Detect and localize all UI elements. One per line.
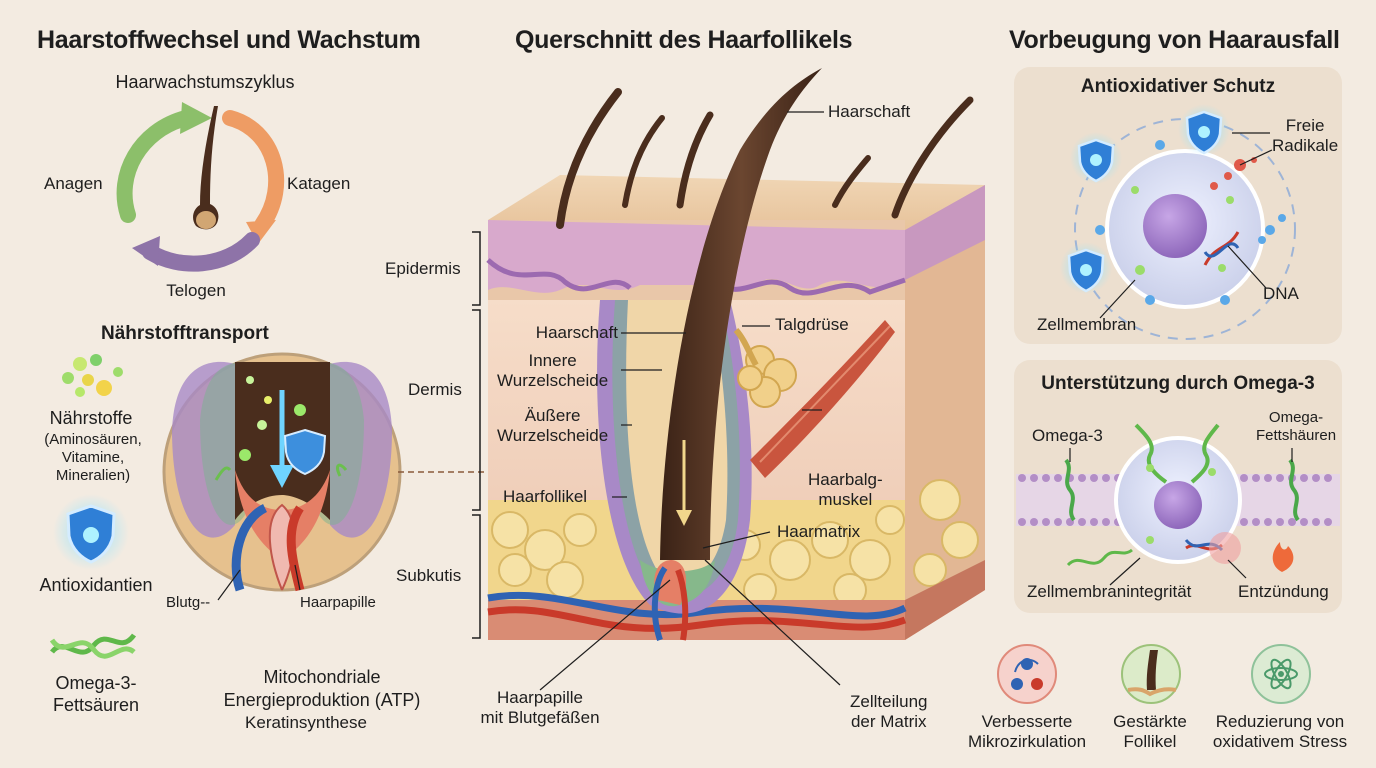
transport-title: Nährstofftransport bbox=[101, 323, 269, 344]
nutrients-detail-line: Vitamine, bbox=[61, 449, 125, 466]
label-freie-radikale: Freie Radikale bbox=[1272, 116, 1338, 156]
benefit-line: Mikrozirkulation bbox=[967, 732, 1087, 751]
main-hair-shaft bbox=[660, 68, 822, 560]
benefit-line: Reduzierung von bbox=[1215, 712, 1345, 731]
center-title: Querschnitt des Haarfollikels bbox=[515, 26, 853, 54]
microcirculation-icon bbox=[997, 644, 1057, 704]
cycle-hair-icon bbox=[193, 106, 219, 230]
omega-left-label: Omega-3- Fettsäuren bbox=[53, 672, 139, 716]
cycle-arrowhead-anagen bbox=[180, 102, 212, 134]
label-line: Innere bbox=[528, 351, 577, 370]
layer-epidermis: Epidermis bbox=[385, 259, 461, 278]
label-innere-wurzelscheide: Innere Wurzelscheide bbox=[497, 351, 608, 391]
label-line: Fettshäuren bbox=[1256, 427, 1337, 444]
layer-subkutis: Subkutis bbox=[396, 566, 462, 585]
benefit-follicles: Gestärkte Follikel bbox=[1113, 712, 1187, 752]
right-title: Vorbeugung von Haarausfall bbox=[1009, 26, 1340, 54]
skin-cross-section bbox=[486, 68, 985, 641]
label-zellteilung: Zellteilung der Matrix bbox=[850, 692, 928, 732]
label-haarfollikel: Haarfollikel bbox=[503, 487, 588, 506]
label-haarpapille: Haarpapille mit Blutgefäßen bbox=[480, 688, 599, 728]
cycle-anagen-label: Anagen bbox=[44, 174, 103, 193]
nutrients-detail: (Aminosäuren, Vitamine, Mineralien) bbox=[44, 431, 142, 485]
layer-brackets bbox=[472, 231, 481, 639]
center-leader-lines bbox=[539, 111, 841, 691]
cycle-title: Haarwachstumszyklus bbox=[115, 72, 295, 92]
cycle-arrow-katagen bbox=[222, 110, 285, 233]
cycle-arrowhead-telogen bbox=[132, 236, 160, 266]
label-aeussere-wurzelscheide: Äußere Wurzelscheide bbox=[497, 406, 608, 446]
label-line: der Matrix bbox=[850, 712, 927, 731]
mito-line: Energieproduktion (ATP) bbox=[223, 690, 421, 710]
label-zellmembran: Zellmembran bbox=[1037, 315, 1137, 334]
cycle-telogen-label: Telogen bbox=[166, 281, 226, 300]
benefit-oxidative-stress: Reduzierung von oxidativem Stress bbox=[1213, 712, 1347, 752]
label-entzuendung: Entzündung bbox=[1238, 582, 1329, 601]
papilla-label: Haarpapille bbox=[300, 594, 376, 611]
benefit-line: Verbesserte bbox=[981, 712, 1073, 731]
label-line: Freie bbox=[1285, 116, 1325, 135]
nutrients-detail-line: (Aminosäuren, bbox=[44, 431, 142, 448]
leader-papilla bbox=[294, 564, 301, 591]
shield-icons bbox=[1060, 104, 1230, 294]
label-line: Wurzelscheide bbox=[497, 371, 609, 390]
label-line: Haarbalg- bbox=[808, 470, 883, 489]
nutrient-transport-diagram bbox=[162, 352, 610, 592]
cycle-arrowhead-katagen bbox=[246, 220, 276, 244]
cycle-katagen-label: Katagen bbox=[287, 174, 351, 193]
layer-dermis: Dermis bbox=[408, 380, 462, 399]
nutrients-detail-line: Mineralien) bbox=[55, 467, 131, 484]
label-omega3: Omega-3 bbox=[1032, 426, 1103, 445]
label-line: Äußere bbox=[524, 406, 581, 425]
left-title: Haarstoffwechsel und Wachstum bbox=[37, 26, 421, 54]
omega-leader-lines bbox=[1069, 448, 1293, 586]
label-haarschaft: Haarschaft bbox=[535, 323, 618, 342]
label-dna: DNA bbox=[1263, 284, 1299, 303]
antiox-cell-diagram bbox=[1074, 118, 1296, 340]
leader-blood bbox=[217, 569, 241, 601]
label-line: mit Blutgefäßen bbox=[480, 708, 600, 727]
label-haarbalgmuskel: Haarbalg- muskel bbox=[808, 470, 883, 510]
antiox-title: Antioxidativer Schutz bbox=[1080, 76, 1276, 97]
benefit-microcirculation: Verbesserte Mikrozirkulation bbox=[968, 712, 1086, 752]
flame-icon bbox=[1272, 542, 1294, 572]
benefit-line: oxidativem Stress bbox=[1212, 732, 1348, 751]
label-membranintegritaet: Zellmembranintegrität bbox=[1027, 582, 1192, 601]
antiox-leader-lines bbox=[1099, 132, 1273, 319]
antioxidant-shield-icon bbox=[53, 494, 129, 570]
label-line: muskel bbox=[818, 490, 873, 509]
mito-line: Mitochondriale bbox=[263, 667, 381, 687]
omega-title: Unterstützung durch Omega-3 bbox=[1041, 373, 1315, 394]
omega-left-line: Omega-3- bbox=[55, 673, 137, 693]
label-line: Wurzelscheide bbox=[497, 426, 609, 445]
cycle-bulb-icon bbox=[196, 211, 216, 229]
label-haarschaft-top: Haarschaft bbox=[828, 102, 911, 121]
label-line: Haarpapille bbox=[497, 688, 583, 707]
antioxidants-label: Antioxidantien bbox=[39, 575, 153, 595]
keratin-label: Keratinsynthese bbox=[245, 713, 367, 732]
label-line: Zellteilung bbox=[850, 692, 928, 711]
blood-vessel-label: Blutg-- bbox=[166, 594, 211, 611]
label-omega-fettsaeuren: Omega- Fettshäuren bbox=[1256, 409, 1336, 445]
mito-label: Mitochondriale Energieproduktion (ATP) bbox=[224, 666, 421, 712]
cycle-arrow-telogen bbox=[142, 232, 260, 272]
cycle-arrow-anagen bbox=[116, 110, 194, 223]
nutrients-icon bbox=[62, 354, 123, 397]
oxidative-stress-icon bbox=[1251, 644, 1311, 704]
omega-left-line: Fettsäuren bbox=[52, 695, 140, 715]
nutrients-label: Nährstoffe bbox=[49, 408, 133, 428]
label-haarmatrix: Haarmatrix bbox=[777, 522, 861, 541]
omega-left-icon bbox=[49, 633, 137, 659]
follicle-icon bbox=[1121, 644, 1181, 704]
label-line: Omega- bbox=[1268, 409, 1324, 426]
label-line: Radikale bbox=[1272, 136, 1339, 155]
hair-cycle-diagram bbox=[116, 102, 285, 272]
label-talgdruese: Talgdrüse bbox=[775, 315, 849, 334]
benefit-line: Gestärkte bbox=[1113, 712, 1187, 731]
benefit-line: Follikel bbox=[1123, 732, 1177, 751]
omega-membrane-diagram bbox=[1016, 423, 1340, 572]
